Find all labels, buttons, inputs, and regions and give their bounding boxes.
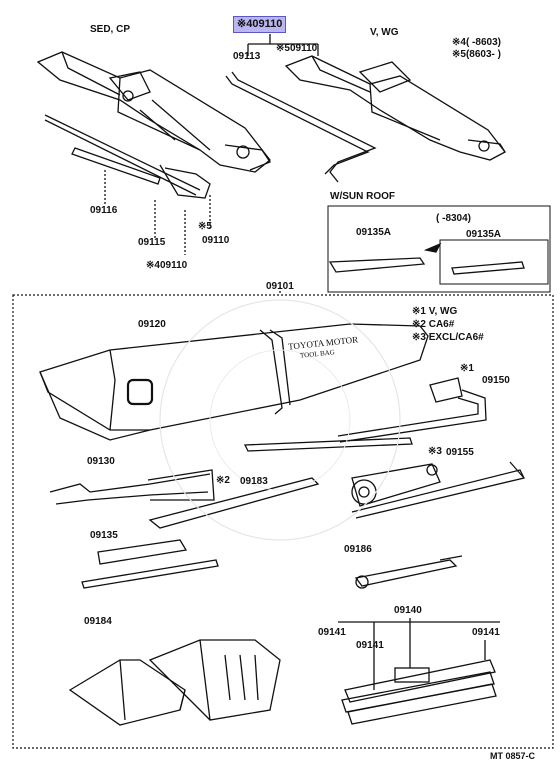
jack-left-drawing: [36, 51, 271, 173]
part-label-09130[interactable]: 09130: [87, 456, 115, 467]
part-label-5-09110-top[interactable]: ※509110: [276, 43, 318, 54]
legend-star-3: ※3 EXCL/CA6#: [412, 332, 484, 343]
header-sun-roof: W/SUN ROOF: [330, 191, 395, 202]
note-star-4: ※4( -8603): [452, 37, 501, 48]
part-label-09155[interactable]: 09155: [446, 447, 474, 458]
header-v-wg: V, WG: [370, 27, 399, 38]
wheel-chocks-drawing: [68, 639, 281, 726]
part-label-09141-b[interactable]: 09141: [356, 640, 384, 651]
part-label-09140[interactable]: 09140: [394, 605, 422, 616]
part-label-09184[interactable]: 09184: [84, 616, 112, 627]
part-label-4-09110-bottom[interactable]: ※409110: [146, 260, 188, 271]
part-label-09115[interactable]: 09115: [138, 237, 166, 248]
part-label-09141-a[interactable]: 09141: [318, 627, 346, 638]
flat-bar-drawing: [243, 437, 413, 452]
part-label-09141-c[interactable]: 09141: [472, 627, 500, 638]
highlighted-part-number[interactable]: ※409110: [233, 16, 287, 33]
marker-star-2: ※2: [216, 475, 230, 486]
part-label-09150[interactable]: 09150: [482, 375, 510, 386]
footer-code: MT 0857-C: [490, 751, 536, 761]
spanner-09186-drawing: [354, 555, 463, 589]
legend-star-2: ※2 CA6#: [412, 319, 455, 330]
sun-roof-bar-left-drawing: [328, 257, 426, 273]
legend-star-1: ※1 V, WG: [412, 306, 458, 317]
rod-09183-drawing: [148, 477, 320, 529]
screwdriver-drawing: [81, 539, 219, 589]
part-label-09135A-left[interactable]: 09135A: [356, 227, 392, 238]
socket-wrench-drawing: [351, 461, 525, 519]
part-label-09101[interactable]: 09101: [266, 281, 294, 292]
note-star-5: ※5(8603- ): [452, 49, 501, 60]
part-label-star5: ※5: [198, 221, 212, 232]
part-label-09116[interactable]: 09116: [90, 205, 118, 216]
part-label-09120[interactable]: 09120: [138, 319, 166, 330]
marker-star-3: ※3: [428, 446, 442, 457]
marker-star-1: ※1: [460, 363, 474, 374]
header-sun-range: ( -8304): [436, 213, 472, 224]
pliers-drawing: [49, 469, 215, 505]
jack-right-drawing: [284, 55, 506, 161]
part-label-09183[interactable]: 09183: [240, 476, 268, 487]
sun-roof-bar-right-drawing: [451, 261, 525, 275]
part-label-09135[interactable]: 09135: [90, 530, 118, 541]
rod-09113-drawing: [225, 71, 377, 183]
part-label-09186[interactable]: 09186: [344, 544, 372, 555]
wrench-set-drawing: [338, 618, 500, 725]
tool-bag-drawing: [39, 323, 429, 441]
header-sed-cp: SED, CP: [90, 24, 131, 35]
crank-rod-left-drawing: [44, 114, 211, 199]
part-label-09110-left[interactable]: 09110: [202, 235, 230, 246]
lever-09116-drawing: [71, 147, 161, 185]
part-label-09113[interactable]: 09113: [233, 51, 261, 62]
part-label-09135A-right[interactable]: 09135A: [466, 229, 502, 240]
hook-rod-09150-drawing: [337, 377, 487, 443]
